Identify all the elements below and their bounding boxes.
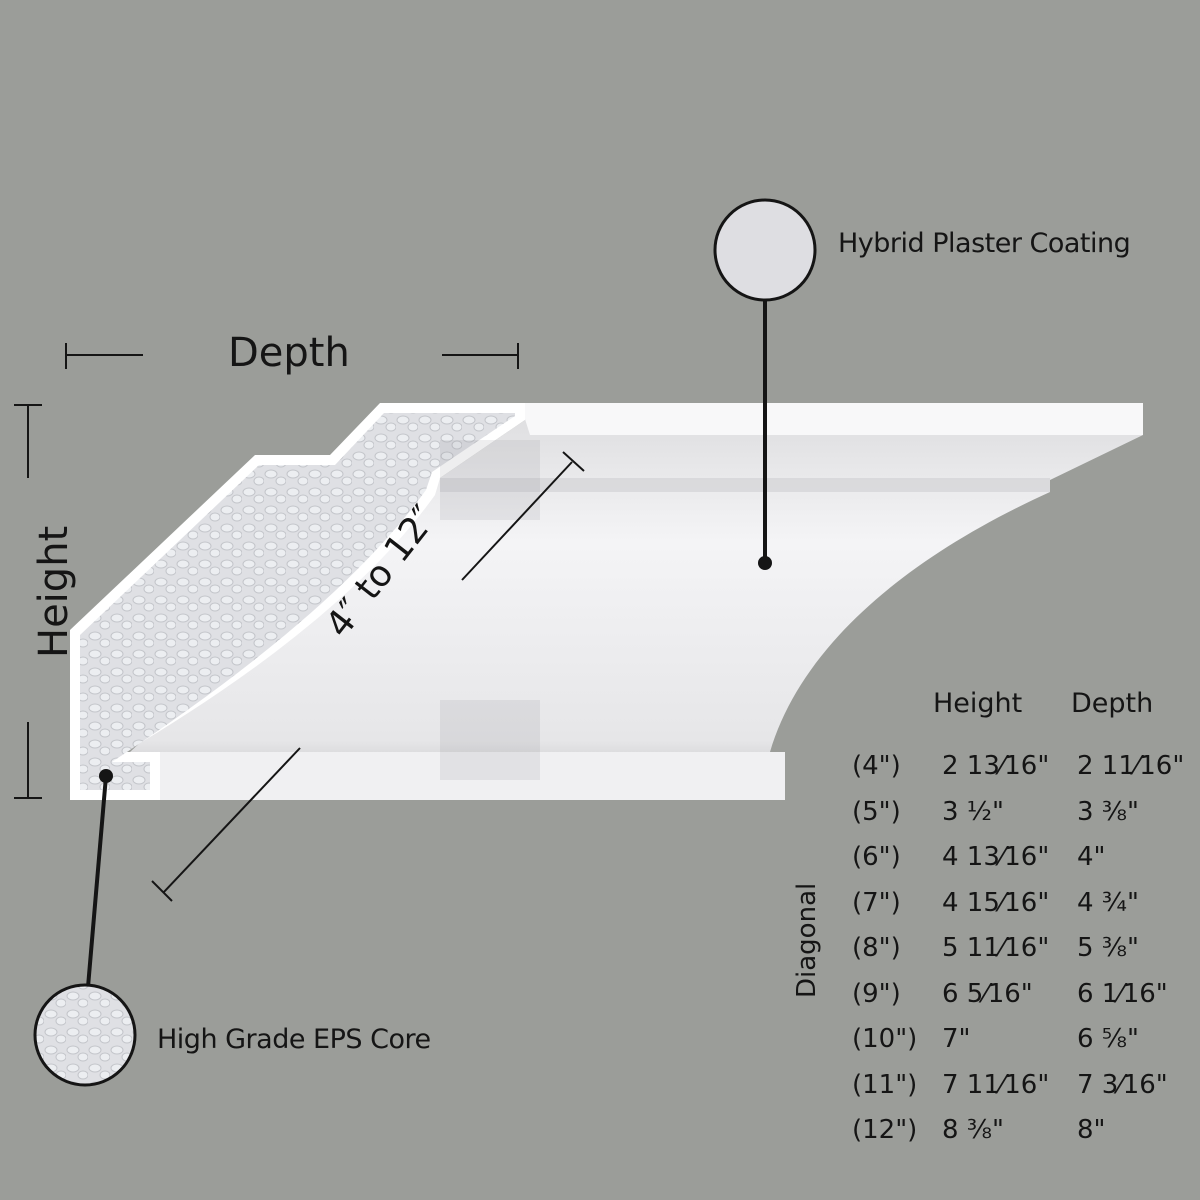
- cell-height: 2 13⁄16": [942, 751, 1050, 781]
- cell-depth: 7 3⁄16": [1077, 1069, 1168, 1100]
- cell-depth: 4 ¾": [1077, 887, 1139, 918]
- core-callout: [33, 769, 137, 1087]
- cell-height: 7": [942, 1024, 971, 1054]
- coating-callout: [713, 198, 817, 570]
- profile-cross-section: [70, 403, 525, 800]
- dimension-lines: [14, 343, 585, 902]
- cell-height: 4 13⁄16": [942, 842, 1050, 872]
- cell-diagonal: (11"): [852, 1069, 918, 1100]
- cell-height: 3 ½": [942, 796, 1004, 827]
- cell-depth: 5 ⅜": [1077, 933, 1139, 963]
- core-label: High Grade EPS Core: [157, 1024, 431, 1055]
- table-header-depth: Depth: [1071, 688, 1154, 719]
- cell-height: 4 15⁄16": [942, 887, 1050, 918]
- cell-depth: 4": [1077, 842, 1106, 872]
- table-header-height: Height: [933, 688, 1023, 719]
- cell-depth: 3 ⅜": [1077, 796, 1139, 827]
- depth-label: Depth: [228, 330, 350, 376]
- cell-diagonal: (8"): [852, 933, 901, 963]
- table-row: (11") 7 11⁄16" 7 3⁄16": [852, 1069, 1192, 1101]
- coating-label: Hybrid Plaster Coating: [838, 228, 1131, 259]
- table-row: (10") 7" 6 ⅝": [852, 1023, 1192, 1055]
- cell-diagonal: (6"): [852, 842, 901, 872]
- cell-diagonal: (12"): [852, 1115, 918, 1145]
- table-row: (5") 3 ½" 3 ⅜": [852, 796, 1192, 828]
- moulding-body: [130, 403, 1143, 800]
- table-row: (12") 8 ⅜" 8": [852, 1114, 1192, 1146]
- cell-height: 5 11⁄16": [942, 933, 1050, 963]
- cell-diagonal: (9"): [852, 978, 901, 1009]
- cell-height: 8 ⅜": [942, 1115, 1004, 1145]
- cell-diagonal: (5"): [852, 796, 901, 827]
- table-row: (8") 5 11⁄16" 5 ⅜": [852, 932, 1192, 964]
- height-label: Height: [31, 525, 77, 658]
- cell-diagonal: (7"): [852, 887, 901, 918]
- cell-diagonal: (4"): [852, 751, 901, 781]
- table-row: (9") 6 5⁄16" 6 1⁄16": [852, 978, 1192, 1010]
- cell-height: 7 11⁄16": [942, 1069, 1050, 1100]
- eps-swatch-icon: [33, 983, 137, 1087]
- cell-depth: 6 ⅝": [1077, 1024, 1139, 1054]
- table-axis-diagonal: Diagonal: [792, 882, 822, 998]
- cell-height: 6 5⁄16": [942, 978, 1033, 1009]
- table-row: (4") 2 13⁄16" 2 11⁄16": [852, 750, 1192, 782]
- coating-swatch-icon: [713, 198, 817, 302]
- table-row: (7") 4 15⁄16" 4 ¾": [852, 887, 1192, 919]
- table-row: (6") 4 13⁄16" 4": [852, 841, 1192, 873]
- cell-diagonal: (10"): [852, 1024, 918, 1054]
- cell-depth: 6 1⁄16": [1077, 978, 1168, 1009]
- cell-depth: 2 11⁄16": [1077, 751, 1185, 781]
- cell-depth: 8": [1077, 1115, 1106, 1145]
- watermark-logo: [440, 440, 540, 780]
